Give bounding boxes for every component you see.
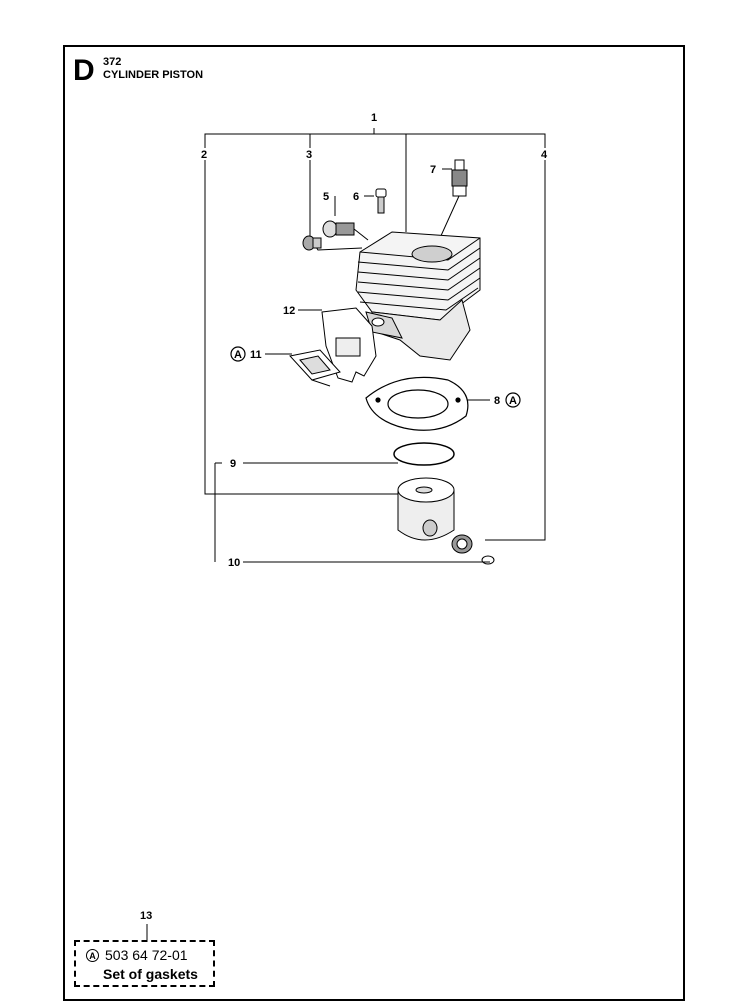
- svg-text:A: A: [509, 395, 517, 407]
- callout-7: 7: [430, 164, 436, 176]
- leader-3: [309, 160, 363, 251]
- kit-description: Set of gaskets: [103, 966, 198, 982]
- badge-a-8: A: [505, 392, 521, 408]
- piston-part: [397, 477, 455, 541]
- muffler-gasket-part: [289, 349, 341, 387]
- model-number: 372: [103, 56, 122, 68]
- section-letter: D: [73, 54, 95, 87]
- gasket-kit-box: A 503 64 72-01 Set of gaskets: [74, 940, 215, 987]
- callout-2: 2: [201, 149, 207, 161]
- kit-badge: A: [86, 949, 99, 962]
- callout-9: 9: [230, 458, 236, 470]
- callout-10: 10: [228, 557, 240, 569]
- kit-part-number: 503 64 72-01: [105, 947, 188, 963]
- callout-11: 11: [250, 349, 262, 361]
- page-frame: [63, 45, 685, 1001]
- badge-a-11: A: [230, 346, 246, 362]
- leader-bracket-1: [204, 128, 546, 232]
- leader-2: [204, 160, 400, 495]
- page-title: CYLINDER PISTON: [103, 69, 204, 81]
- circlip-part: [481, 555, 495, 565]
- callout-12: 12: [283, 305, 295, 317]
- leader-9: [214, 462, 398, 562]
- svg-text:A: A: [234, 349, 242, 361]
- callout-5: 5: [323, 191, 329, 203]
- callout-8: 8: [494, 395, 500, 407]
- callout-1: 1: [371, 112, 377, 124]
- needle-bearing-part: [451, 534, 473, 554]
- piston-ring-part: [393, 442, 455, 466]
- callout-4: 4: [541, 149, 548, 161]
- cylinder-part: [355, 231, 481, 361]
- plug-part: [302, 235, 322, 251]
- heat-shield-part: [321, 307, 377, 383]
- bolt-part: [375, 188, 387, 214]
- leader-4: [485, 160, 546, 541]
- callout-6: 6: [353, 191, 359, 203]
- cylinder-gasket-part: [365, 376, 469, 431]
- decomp-valve-part: [322, 220, 369, 241]
- callout-3: 3: [306, 149, 312, 161]
- callout-13: 13: [140, 910, 153, 922]
